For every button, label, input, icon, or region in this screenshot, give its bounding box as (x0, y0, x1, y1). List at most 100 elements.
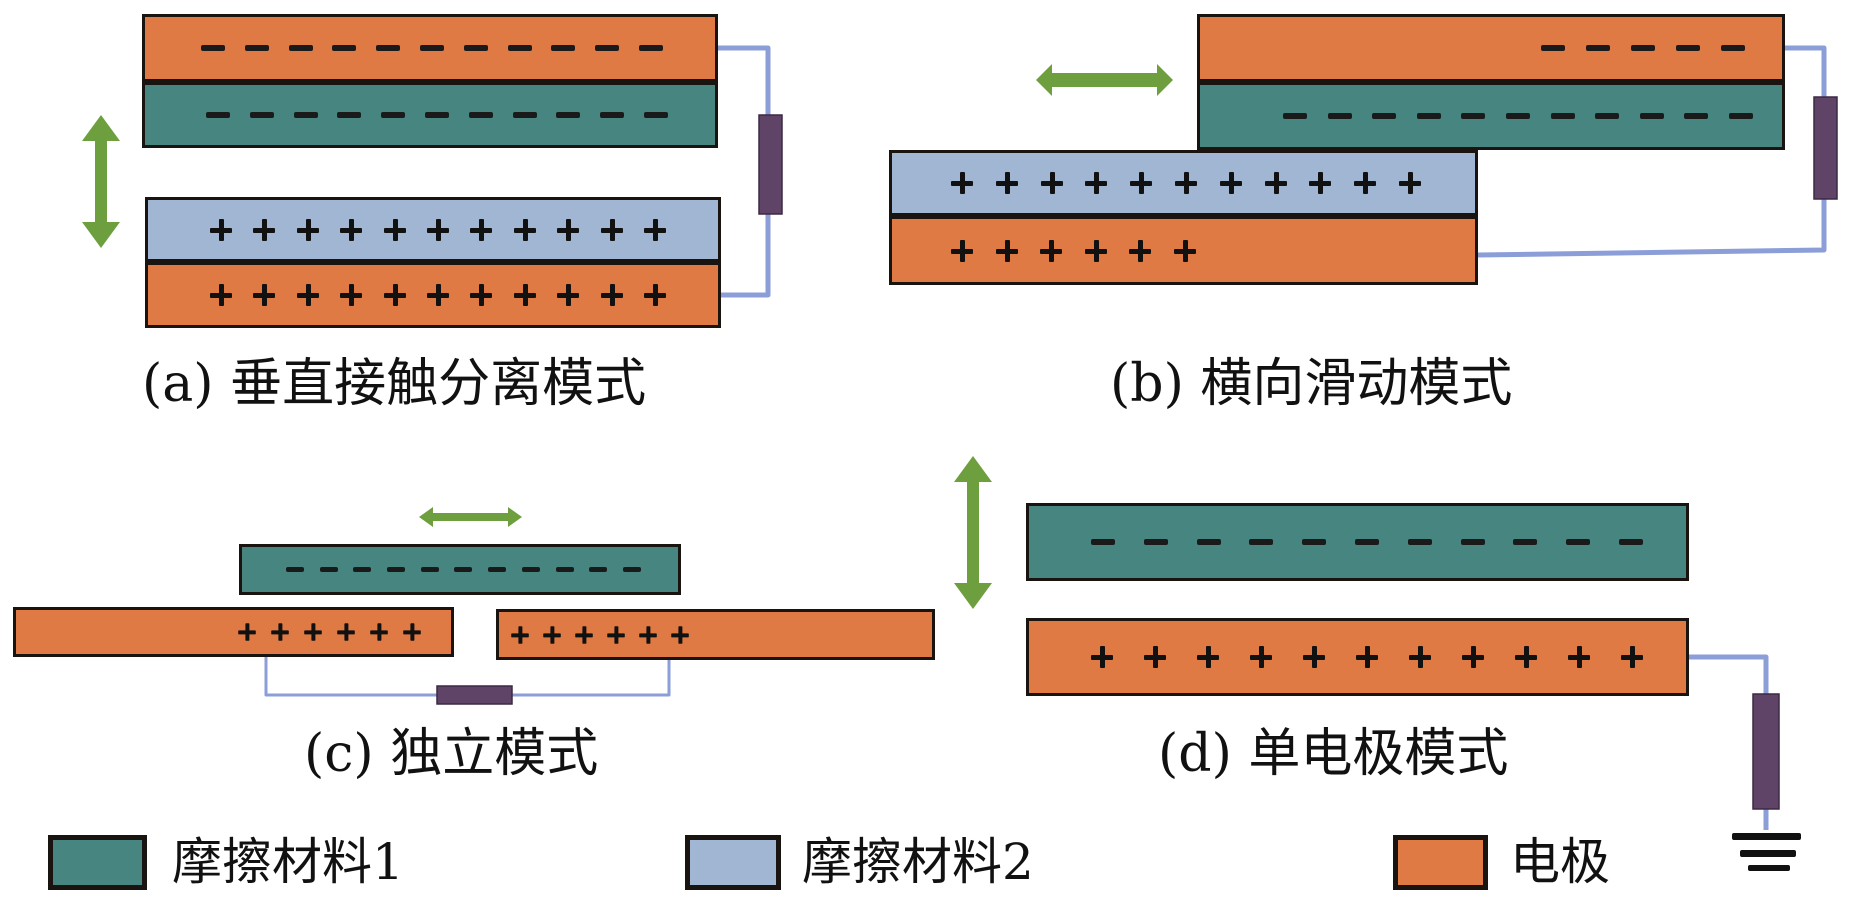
positive-charge-icon (253, 218, 276, 241)
negative-charge-icon (622, 567, 641, 572)
negative-charge-icon (288, 45, 313, 51)
panel-d-resistor-icon (1752, 693, 1780, 810)
ground-icon-line-1 (1732, 833, 1801, 840)
charge-row (951, 153, 1421, 213)
positive-charge-icon (1398, 172, 1421, 194)
negative-charge-icon (1721, 45, 1745, 51)
charge-row (1541, 17, 1745, 79)
negative-charge-icon (589, 567, 608, 572)
positive-charge-icon (210, 218, 232, 241)
negative-charge-icon (332, 45, 357, 51)
positive-charge-icon (403, 623, 421, 641)
panel-a-material1 (142, 82, 718, 148)
negative-charge-icon (1631, 45, 1655, 51)
positive-charge-icon (253, 284, 276, 306)
positive-charge-icon (370, 623, 388, 641)
negative-charge-icon (419, 45, 444, 51)
panel-a-resistor-icon (758, 114, 783, 215)
negative-charge-icon (1416, 113, 1441, 119)
positive-charge-icon (511, 625, 529, 644)
negative-charge-icon (337, 112, 362, 118)
negative-charge-icon (463, 45, 488, 51)
negative-charge-icon (1249, 539, 1274, 545)
positive-charge-icon (1264, 172, 1287, 194)
positive-charge-icon (296, 218, 319, 241)
negative-charge-icon (387, 567, 406, 572)
positive-charge-icon (600, 218, 623, 241)
charge-row (1283, 85, 1753, 147)
negative-charge-icon (1302, 539, 1327, 545)
negative-charge-icon (293, 112, 318, 118)
panel-a-caption: (a) 垂直接触分离模式 (142, 354, 647, 414)
negative-charge-icon (1676, 45, 1700, 51)
positive-charge-icon (557, 284, 580, 306)
negative-charge-icon (1595, 113, 1620, 119)
panel-a-material2 (145, 197, 721, 262)
positive-charge-icon (304, 623, 322, 641)
negative-charge-icon (1505, 113, 1530, 119)
charge-row (951, 219, 1196, 282)
positive-charge-icon (1515, 646, 1537, 668)
panel-d-material1 (1026, 503, 1689, 581)
positive-charge-icon (643, 218, 666, 241)
negative-charge-icon (638, 45, 663, 51)
positive-charge-icon (575, 625, 593, 644)
positive-charge-icon (340, 218, 363, 241)
positive-charge-icon (513, 218, 536, 241)
positive-charge-icon (1144, 646, 1166, 668)
positive-charge-icon (1174, 172, 1197, 194)
panel-c-left-electrode (13, 607, 454, 657)
charge-row (201, 17, 663, 79)
ground-icon-line-3 (1748, 865, 1790, 871)
negative-charge-icon (1460, 539, 1485, 545)
negative-charge-icon (1541, 45, 1565, 51)
legend-swatch-material2 (685, 835, 781, 890)
negative-charge-icon (488, 567, 507, 572)
panel-b-top-electrode (1197, 14, 1785, 82)
panel-b-caption: (b) 横向滑动模式 (1110, 354, 1513, 414)
positive-charge-icon (1354, 172, 1377, 194)
positive-charge-icon (1129, 239, 1152, 262)
negative-charge-icon (1354, 539, 1379, 545)
positive-charge-icon (557, 218, 580, 241)
positive-charge-icon (671, 625, 689, 644)
negative-charge-icon (1461, 113, 1486, 119)
positive-charge-icon (1219, 172, 1242, 194)
positive-charge-icon (643, 284, 666, 306)
legend-label-electrode: 电极 (1510, 833, 1610, 891)
negative-charge-icon (1091, 539, 1115, 545)
panel-b-horizontal-arrow-icon (1036, 64, 1173, 96)
negative-charge-icon (521, 567, 540, 572)
negative-charge-icon (1550, 113, 1575, 119)
negative-charge-icon (1196, 539, 1221, 545)
positive-charge-icon (383, 218, 406, 241)
legend-label-material2: 摩擦材料2 (802, 833, 1034, 891)
positive-charge-icon (426, 284, 449, 306)
negative-charge-icon (1566, 539, 1591, 545)
positive-charge-icon (600, 284, 623, 306)
positive-charge-icon (607, 625, 625, 644)
panel-d-vertical-arrow-icon (954, 456, 992, 609)
legend-swatch-electrode (1393, 835, 1488, 890)
panel-c-right-electrode (496, 609, 935, 660)
positive-charge-icon (1040, 172, 1063, 194)
negative-charge-icon (1618, 539, 1643, 545)
positive-charge-icon (1085, 172, 1108, 194)
panel-a-top-electrode (142, 14, 718, 82)
panel-b-material2 (889, 150, 1478, 216)
charge-row (210, 200, 666, 259)
negative-charge-icon (556, 112, 581, 118)
panel-a-vertical-arrow-icon (82, 115, 120, 248)
negative-charge-icon (381, 112, 406, 118)
positive-charge-icon (271, 623, 289, 641)
charge-row (210, 265, 666, 325)
positive-charge-icon (1356, 646, 1378, 668)
negative-charge-icon (1143, 539, 1168, 545)
positive-charge-icon (1250, 646, 1272, 668)
positive-charge-icon (340, 284, 363, 306)
legend-swatch-material1 (48, 835, 147, 890)
negative-charge-icon (1283, 113, 1307, 119)
positive-charge-icon (383, 284, 406, 306)
